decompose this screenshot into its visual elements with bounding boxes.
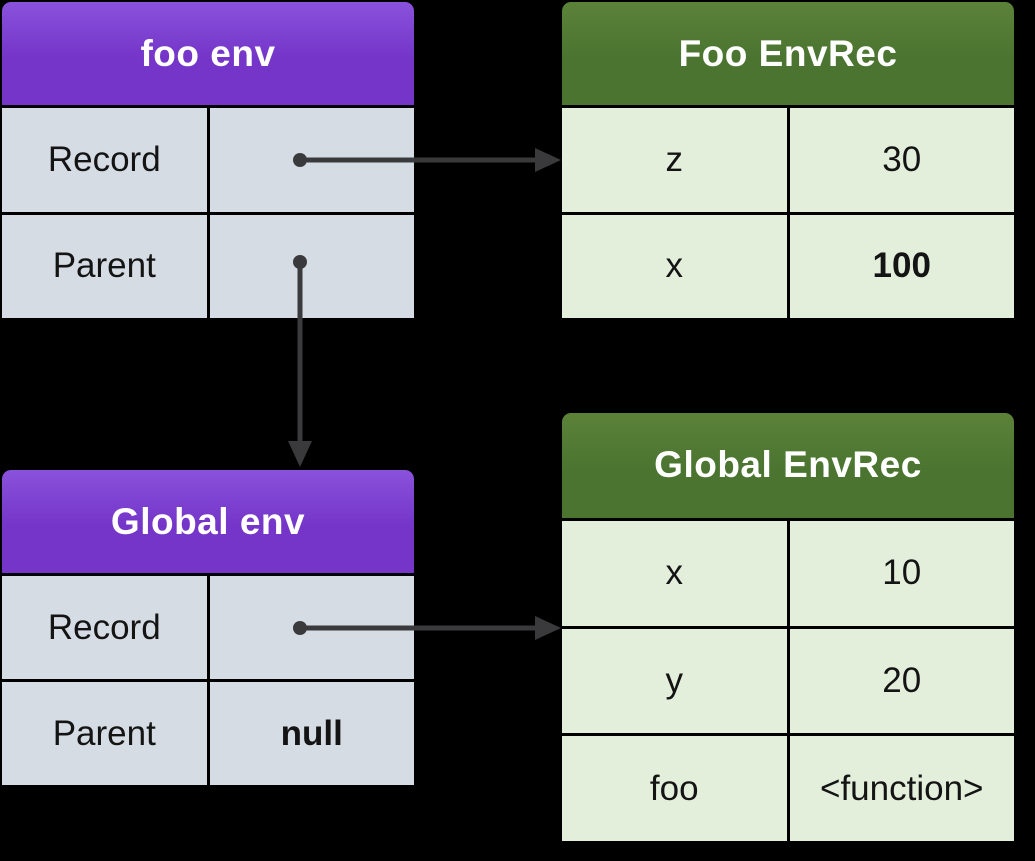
foo-envrec-x-name: x [562, 214, 787, 318]
global-envrec-y-name: y [562, 628, 787, 734]
foo-envrec-z-name: z [562, 108, 787, 212]
global-envrec-y-value: 20 [789, 628, 1014, 734]
global-envrec-foo-name: foo [562, 736, 787, 841]
global-env-table: Global env Record Parent null [2, 470, 414, 785]
global-envrec-x-name: x [562, 520, 787, 626]
foo-envrec-header: Foo EnvRec [562, 2, 1014, 106]
global-envrec-table: Global EnvRec x 10 y 20 foo <function> [562, 413, 1014, 841]
global-env-parent-label: Parent [2, 682, 207, 785]
global-env-header: Global env [2, 470, 414, 573]
global-envrec-header: Global EnvRec [562, 413, 1014, 518]
foo-env-table: foo env Record Parent [2, 2, 414, 318]
foo-env-parent-label: Parent [2, 214, 207, 318]
foo-env-record-pointer-cell [209, 108, 414, 212]
foo-env-parent-pointer-cell [209, 214, 414, 318]
foo-env-record-label: Record [2, 108, 207, 212]
global-env-record-pointer-cell [209, 576, 414, 679]
foo-envrec-z-value: 30 [789, 108, 1014, 212]
global-env-record-label: Record [2, 576, 207, 679]
global-env-parent-value: null [209, 682, 414, 785]
foo-envrec-table: Foo EnvRec z 30 x 100 [562, 2, 1014, 318]
foo-envrec-x-value: 100 [789, 214, 1014, 318]
global-envrec-x-value: 10 [789, 520, 1014, 626]
foo-env-header: foo env [2, 2, 414, 106]
global-envrec-foo-value: <function> [789, 736, 1014, 841]
